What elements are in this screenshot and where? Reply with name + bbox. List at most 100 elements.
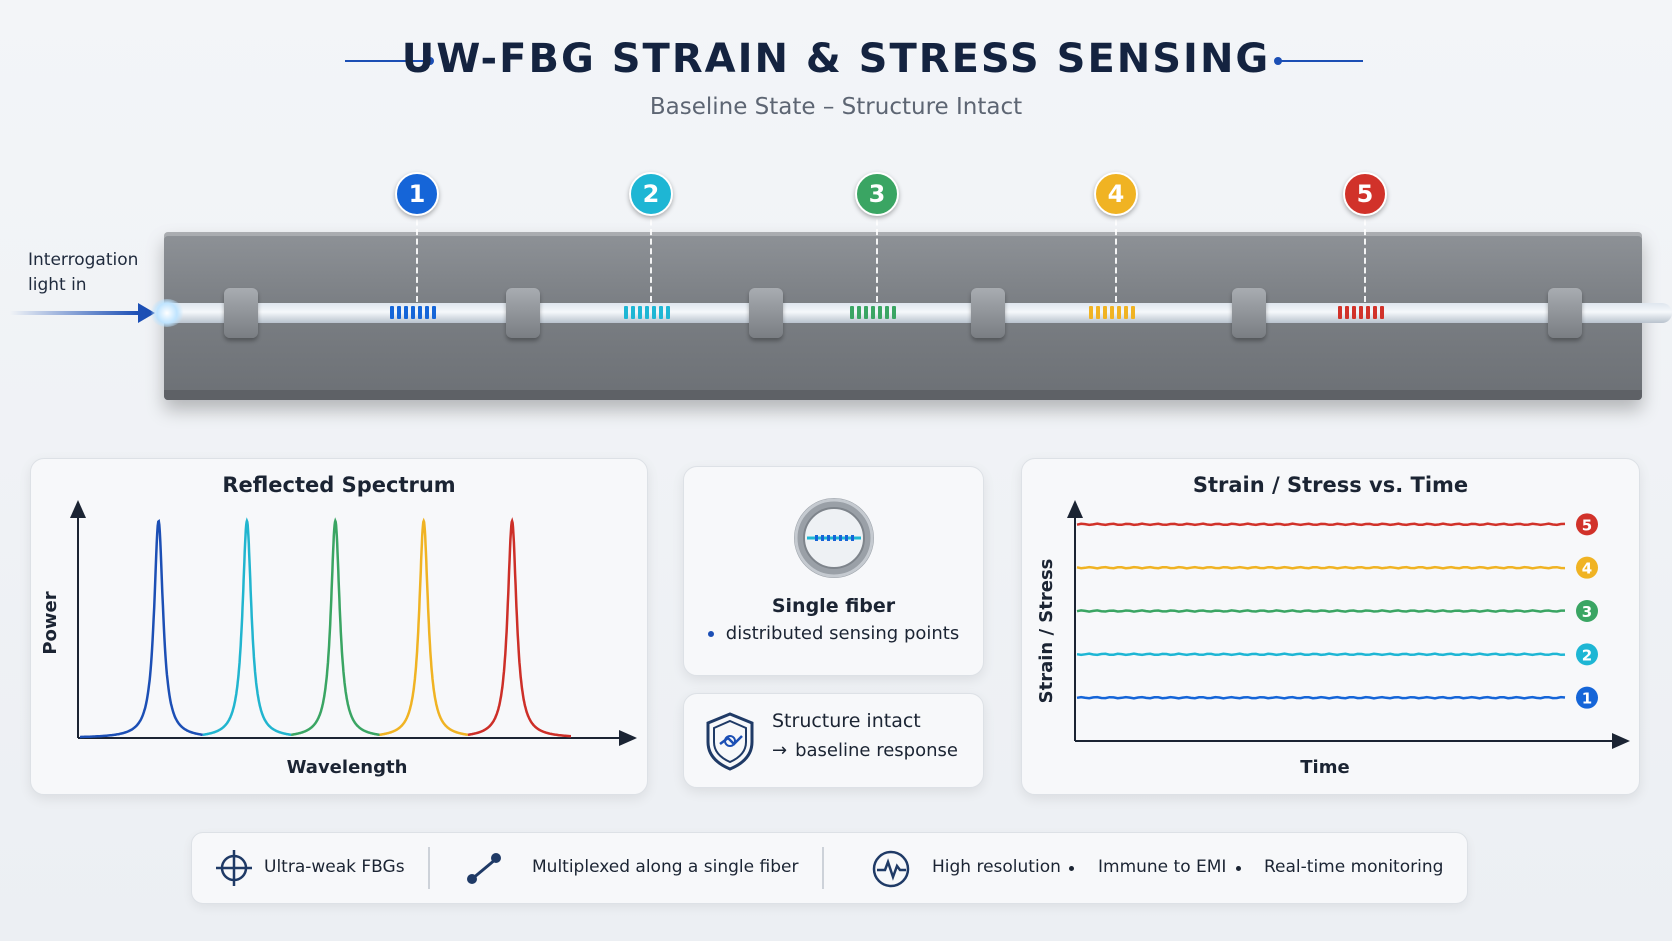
grating-line — [1373, 306, 1377, 319]
distributed-sensing-label: distributed sensing points — [684, 623, 983, 644]
fiber-light-glow — [150, 299, 184, 327]
grating-line — [1089, 306, 1093, 319]
strain-series-label-2: 2 — [1582, 646, 1592, 664]
spectrum-chart: Power Wavelength — [40, 500, 637, 778]
optical-fiber — [155, 303, 1672, 323]
spectrum-peak-2 — [202, 517, 292, 737]
sensor-marker-line — [1364, 210, 1366, 302]
fiber-clamp — [506, 288, 540, 338]
strain-line-3 — [1076, 609, 1565, 613]
grating-line — [1338, 306, 1342, 319]
beam-edge — [164, 390, 1642, 400]
strain-line-2 — [1076, 652, 1566, 657]
grating-line — [425, 306, 429, 319]
strain-series-label-4: 4 — [1582, 560, 1592, 578]
fiber-clamp — [1232, 288, 1266, 338]
interrogation-label-line1: Interrogation — [28, 250, 139, 270]
strain-series-badge-4 — [1576, 556, 1598, 579]
spectrum-panel: Reflected Spectrum Power Wavelength — [30, 458, 648, 795]
fiber-clamp — [971, 288, 1005, 338]
fiber-clamp — [224, 288, 258, 338]
crosshair-icon — [216, 850, 252, 886]
feature-separator-dot — [1069, 866, 1074, 871]
fiber-clamp — [749, 288, 783, 338]
multiplex-link-icon — [467, 853, 501, 884]
feature-bar: Ultra-weak FBGs Multiplexed along a sing… — [191, 832, 1468, 904]
grating-line — [1345, 306, 1349, 319]
strain-series-label-5: 5 — [1582, 516, 1592, 534]
grating-line — [624, 306, 628, 319]
page-title: UW-FBG STRAIN & STRESS SENSING — [401, 36, 1271, 82]
single-fiber-card: Single fiber distributed sensing points — [683, 466, 984, 676]
spectrum-peak-3 — [291, 517, 380, 737]
page-subtitle: Baseline State – Structure Intact — [649, 94, 1023, 120]
sensor-marker-line — [650, 210, 652, 302]
sensor-marker-5: 5 — [1343, 172, 1387, 216]
grating-line — [857, 306, 861, 319]
title-decoration-right — [1274, 57, 1363, 65]
feature-divider — [822, 847, 824, 889]
shield-icon — [706, 712, 754, 771]
feature-immune-emi: Immune to EMI — [1098, 857, 1227, 877]
interrogation-label: Interrogation light in — [28, 248, 158, 298]
sensor-marker-4: 4 — [1094, 172, 1138, 216]
sensor-marker-line — [876, 210, 878, 302]
grating-line — [878, 306, 882, 319]
strain-panel: Strain / Stress vs. Time 1 2 3 4 5 Strain / … — [1021, 458, 1640, 795]
grating-line — [411, 306, 415, 319]
grating-line — [864, 306, 868, 319]
grating-line — [1359, 306, 1363, 319]
grating-line — [666, 306, 670, 319]
grating-line — [390, 306, 394, 319]
distributed-sensing-text: distributed sensing points — [725, 623, 960, 644]
grating-line — [892, 306, 896, 319]
fbg-grating-1 — [390, 306, 436, 319]
grating-line — [1103, 306, 1107, 319]
sensor-marker-1: 1 — [395, 172, 439, 216]
strain-series-label-1: 1 — [1582, 690, 1592, 708]
feature-real-time: Real-time monitoring — [1264, 857, 1444, 877]
feature-separator-dot — [1236, 866, 1241, 871]
grating-line — [1117, 306, 1121, 319]
interrogation-label-line2: light in — [28, 275, 87, 295]
grating-line — [659, 306, 663, 319]
structure-status-card: Structure intact →baseline response — [683, 693, 984, 788]
feature-high-resolution: High resolution — [932, 857, 1061, 877]
strain-title: Strain / Stress vs. Time — [1192, 473, 1469, 497]
sensor-marker-line — [1115, 210, 1117, 302]
baseline-response-label: →baseline response — [772, 740, 958, 761]
feature-divider — [428, 847, 430, 889]
strain-series-badge-2 — [1576, 643, 1598, 666]
grating-line — [1131, 306, 1135, 319]
grating-line — [652, 306, 656, 319]
strain-y-label: Strain / Stress — [1036, 559, 1057, 704]
strain-series-badge-5 — [1576, 513, 1598, 536]
spectrum-title: Reflected Spectrum — [222, 473, 456, 497]
grating-line — [885, 306, 889, 319]
fiber-clamp — [1548, 288, 1582, 338]
title-decoration-left — [345, 57, 434, 65]
grating-line — [631, 306, 635, 319]
grating-line — [1352, 306, 1356, 319]
bullet-icon — [707, 631, 714, 637]
sensor-marker-3: 3 — [855, 172, 899, 216]
fbg-grating-4 — [1089, 306, 1135, 319]
grating-line — [418, 306, 422, 319]
grating-line — [404, 306, 408, 319]
fbg-grating-5 — [1338, 306, 1384, 319]
strain-series-badge-3 — [1576, 600, 1598, 622]
grating-line — [850, 306, 854, 319]
fiber-coil-icon — [794, 498, 874, 578]
spectrum-peak-5 — [467, 517, 571, 738]
grating-line — [1110, 306, 1114, 319]
grating-line — [871, 306, 875, 319]
grating-line — [1380, 306, 1384, 319]
fbg-grating-3 — [850, 306, 896, 319]
structure-intact-label: Structure intact — [772, 710, 921, 732]
spectrum-peak-4 — [379, 517, 468, 737]
grating-line — [645, 306, 649, 319]
strain-series-label-3: 3 — [1582, 603, 1592, 621]
strain-line-1 — [1076, 695, 1566, 700]
grating-line — [1096, 306, 1100, 319]
strain-x-label: Time — [1300, 757, 1349, 778]
